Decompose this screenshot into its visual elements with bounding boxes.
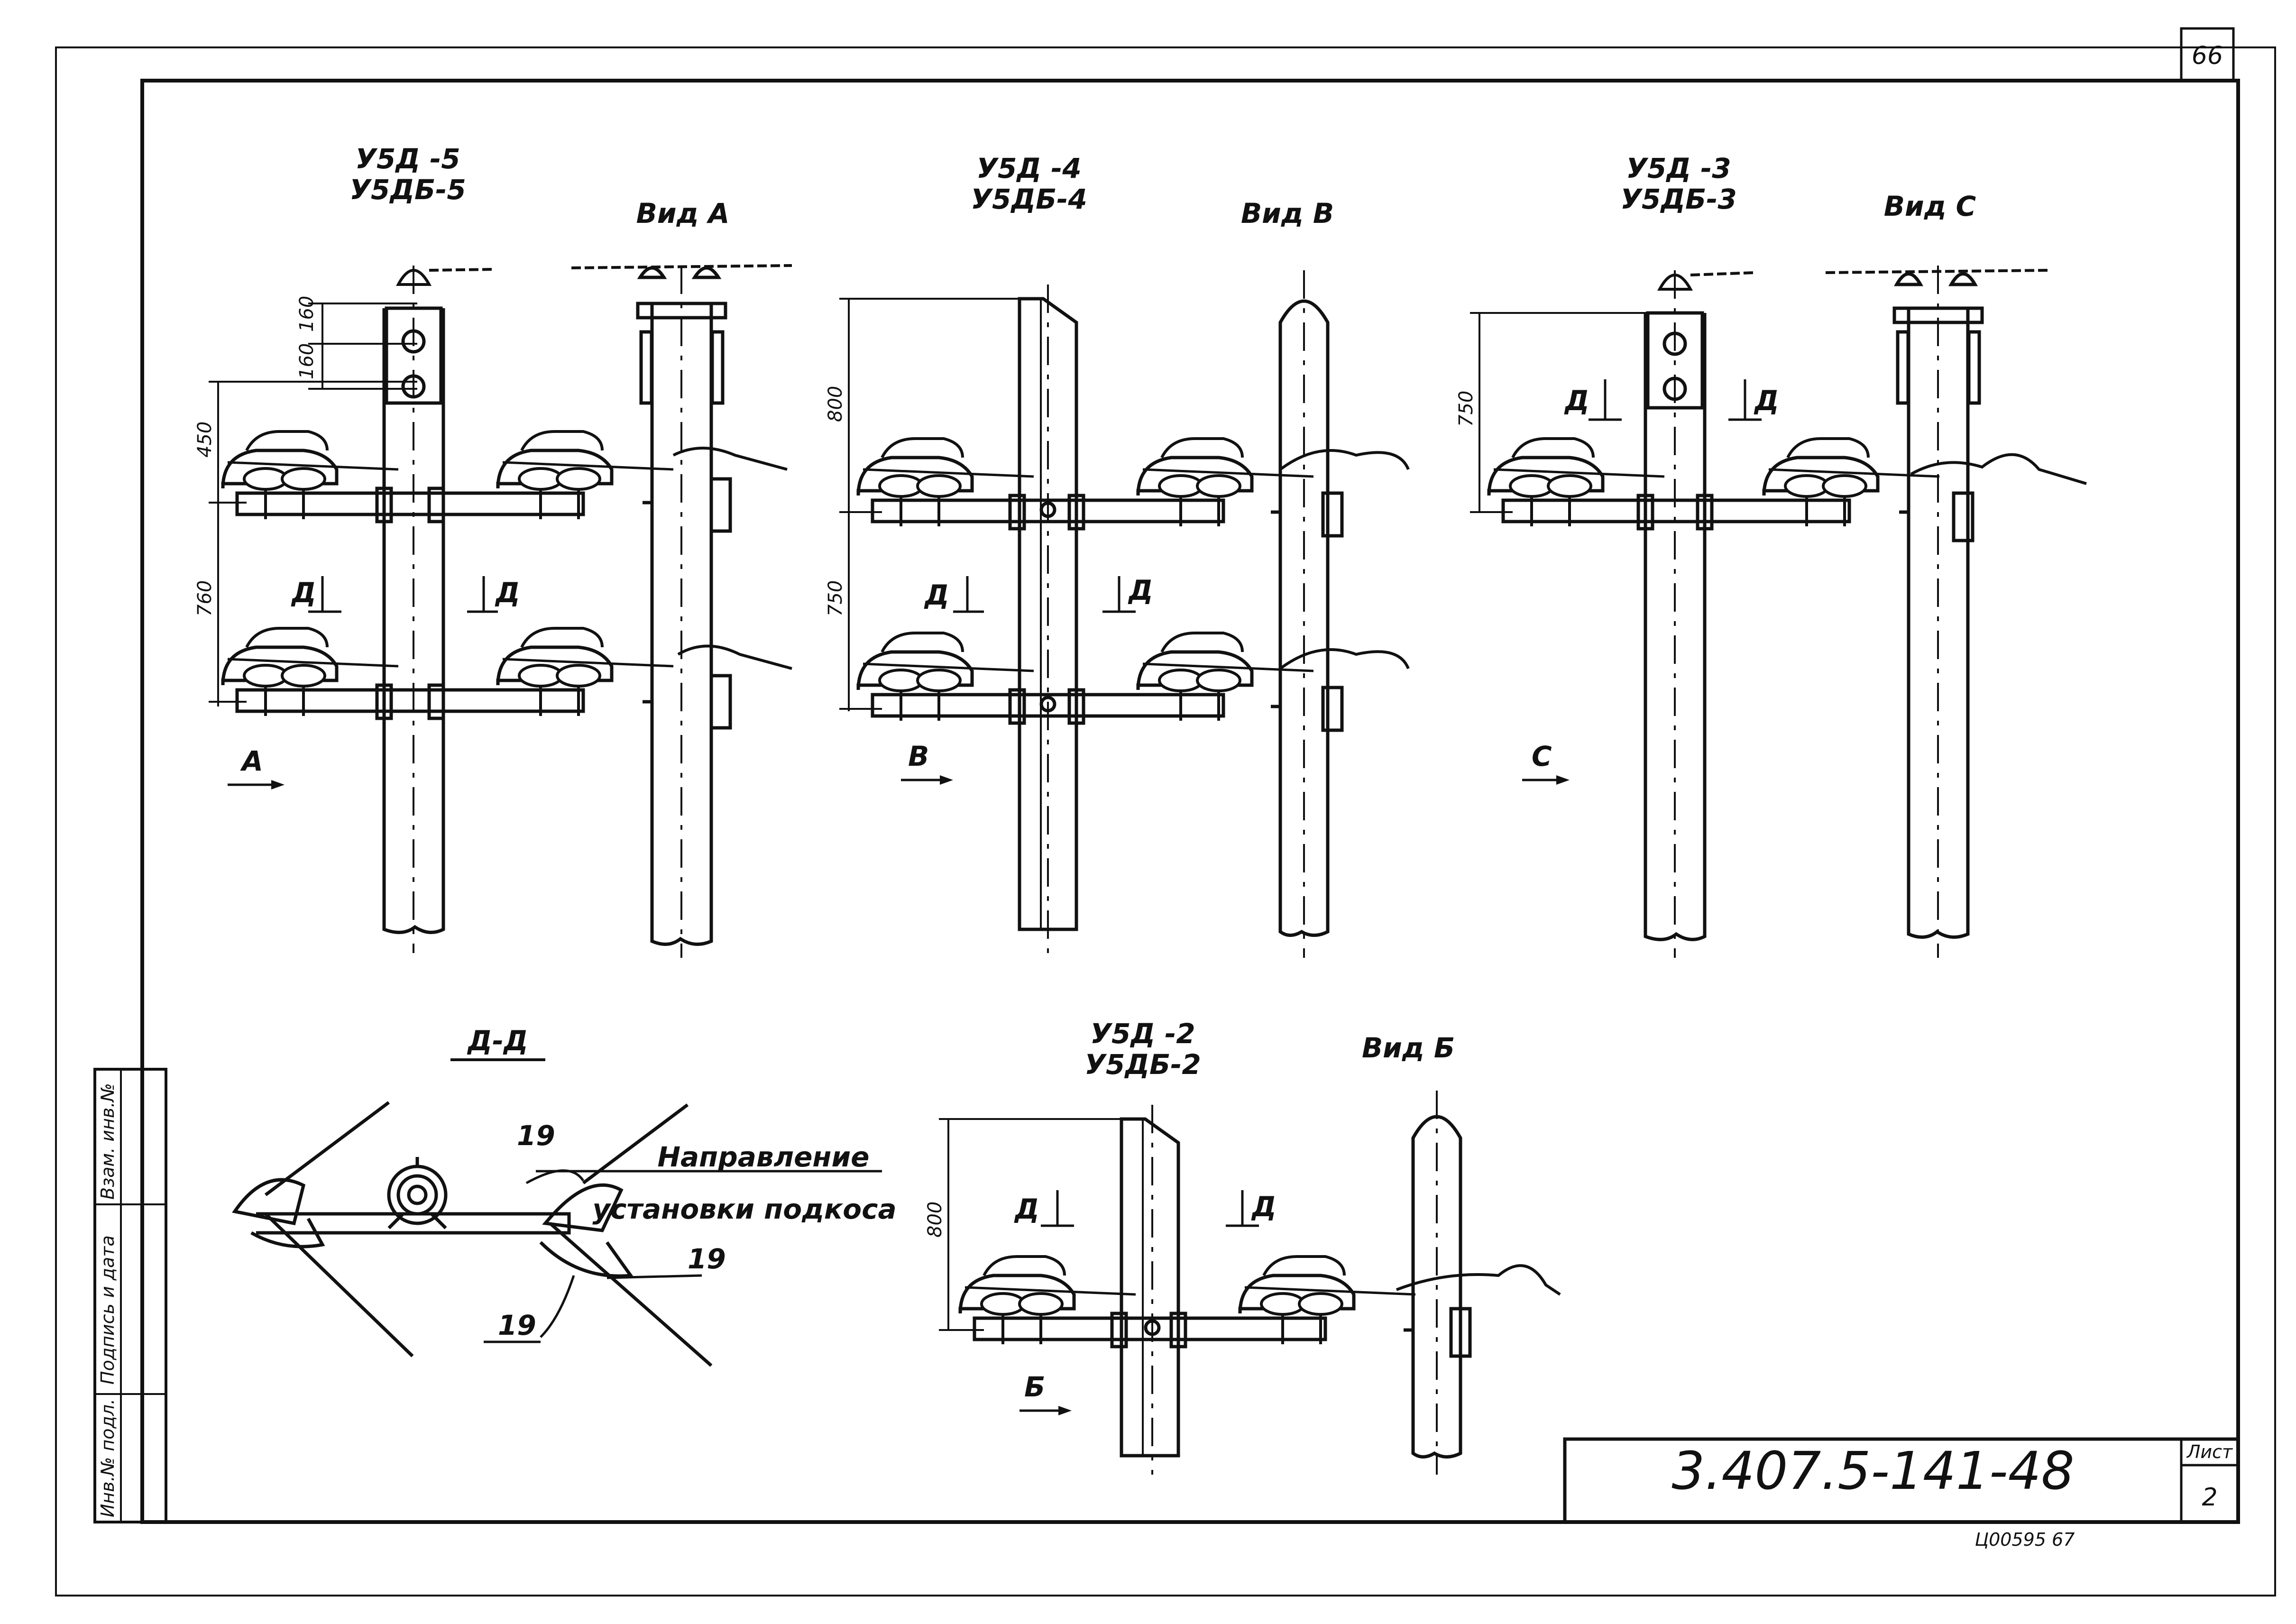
page-corner-number: 66 [2192, 42, 2223, 70]
view-u5d5: У5Д -5 У5ДБ-5 160 160 450 760 Д Д [194, 143, 673, 953]
stamp-inventory-label: Инв.№ подл. [97, 1399, 118, 1517]
section-note-line2: установки подкоса [592, 1193, 896, 1225]
u5d2-arrow-label: Б [1024, 1371, 1045, 1403]
u5d3-title-line2: У5ДБ-3 [1620, 183, 1736, 215]
u5d4-arrow-label: В [908, 740, 929, 772]
view-c-side: Вид С [1825, 190, 2087, 958]
u5d5-dimensions [209, 303, 417, 706]
sheet-number: 2 [2202, 1483, 2217, 1512]
u5d3-dim-1: 750 [1455, 391, 1477, 427]
u5d2-section-mark-right: Д [1251, 1191, 1277, 1223]
u5d2-title-line2: У5ДБ-2 [1084, 1048, 1201, 1081]
section-dd: Д-Д Направление установки подкоса 19 19 … [232, 1025, 897, 1367]
u5d2-dim-1: 800 [924, 1202, 946, 1238]
u5d5-section-mark-right: Д [495, 577, 520, 609]
u5d5-dim-1: 160 [296, 296, 318, 332]
u5d4-section-mark-left: Д [924, 579, 949, 611]
view-u5d3: У5Д -3 У5ДБ-3 750 Д Д С [1455, 152, 1939, 958]
u5d5-pole [235, 266, 585, 953]
view-v-title: Вид В [1241, 197, 1334, 229]
view-u5d2: У5Д -2 У5ДБ-2 800 Д Д Б [924, 1018, 1415, 1475]
u5d2-section-mark-left: Д [1014, 1193, 1039, 1225]
u5d5-title-line1: У5Д -5 [355, 143, 460, 175]
view-b-title: Вид Б [1362, 1032, 1455, 1064]
u5d5-title-line2: У5ДБ-5 [349, 174, 466, 206]
u5d5-dim-4: 760 [194, 580, 216, 616]
u5d4-title-line1: У5Д -4 [976, 152, 1081, 184]
u5d5-dim-2: 160 [296, 343, 318, 379]
u5d3-section-mark-right: Д [1754, 385, 1779, 417]
u5d4-dim-2: 750 [825, 580, 846, 616]
section-note-line1: Направление [658, 1141, 870, 1173]
u5d2-title-line1: У5Д -2 [1090, 1018, 1195, 1050]
section-callout-1: 19 [517, 1119, 555, 1152]
u5d5-arrow-label: А [240, 745, 263, 777]
view-a-title: Вид А [636, 197, 730, 229]
stamp-replace-label: Взам. инв.№ [97, 1083, 118, 1200]
view-u5d4: У5Д -4 У5ДБ-4 800 750 Д Д В [825, 152, 1313, 953]
view-b-side: Вид В [1241, 197, 1410, 958]
u5d4-title-line2: У5ДБ-4 [971, 183, 1087, 215]
sheet-frame [55, 27, 2276, 1596]
u5d5-section-mark-left: Д [291, 577, 316, 609]
section-title: Д-Д [467, 1025, 528, 1057]
u5d3-arrow-label: С [1532, 740, 1552, 772]
u5d4-dim-1: 800 [825, 386, 846, 422]
section-callout-2: 19 [688, 1243, 726, 1275]
view-a-side: Вид А [571, 197, 792, 958]
view-b-cyr-side: Вид Б [1362, 1032, 1561, 1475]
document-designation: 3.407.5-141-48 [1671, 1440, 2074, 1501]
u5d5-dim-3: 450 [194, 422, 216, 458]
sheet-label: Лист [2186, 1441, 2233, 1462]
section-callout-3: 19 [498, 1309, 536, 1341]
u5d4-section-mark-right: Д [1128, 574, 1153, 606]
u5d3-section-mark-left: Д [1564, 385, 1589, 417]
archive-number: Ц00595 67 [1975, 1529, 2075, 1550]
stamp-signature-label: Подпись и дата [97, 1235, 118, 1385]
u5d3-title-line1: У5Д -3 [1626, 152, 1731, 184]
view-c-title: Вид С [1884, 190, 1976, 222]
